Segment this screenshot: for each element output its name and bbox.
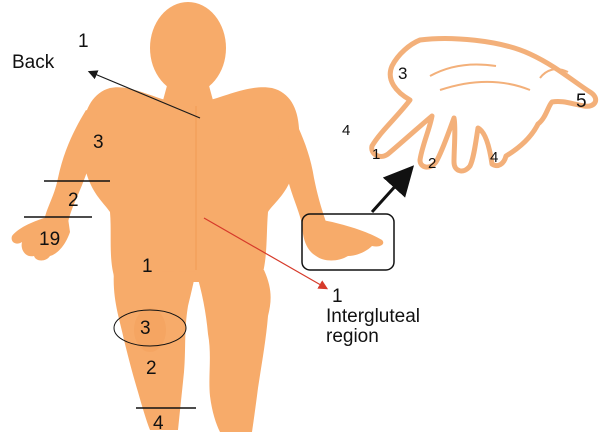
glute-text-label-1: Intergluteal	[326, 306, 420, 327]
glute-text-label-2: region	[326, 326, 379, 347]
shoulder-label: 3	[93, 132, 104, 153]
torso	[82, 87, 299, 282]
right-arm	[277, 110, 326, 224]
knee-label: 3	[140, 318, 151, 339]
foot-label: 4	[153, 413, 164, 432]
zoom-arrow	[372, 172, 408, 212]
palm-label: 3	[398, 64, 407, 83]
thigh-label: 1	[142, 256, 153, 277]
calf-label: 2	[146, 358, 157, 379]
index-finger-label: 4	[490, 149, 498, 166]
back-number-label: 1	[78, 31, 89, 52]
glute-number-label: 1	[332, 286, 343, 307]
thumb-label: 5	[576, 91, 587, 112]
forearm-label: 2	[68, 190, 79, 211]
right-leg	[196, 270, 271, 432]
zoomed-hand-outline	[372, 39, 596, 171]
middle-finger-label: 2	[428, 155, 436, 172]
back-text-label: Back	[12, 52, 55, 73]
hand-label: 19	[39, 229, 60, 250]
zoomed-hand	[372, 39, 596, 171]
little-finger-label: 4	[342, 122, 350, 139]
right-hand	[302, 219, 383, 260]
ring-finger-label: 1	[372, 146, 380, 163]
head	[150, 2, 226, 94]
